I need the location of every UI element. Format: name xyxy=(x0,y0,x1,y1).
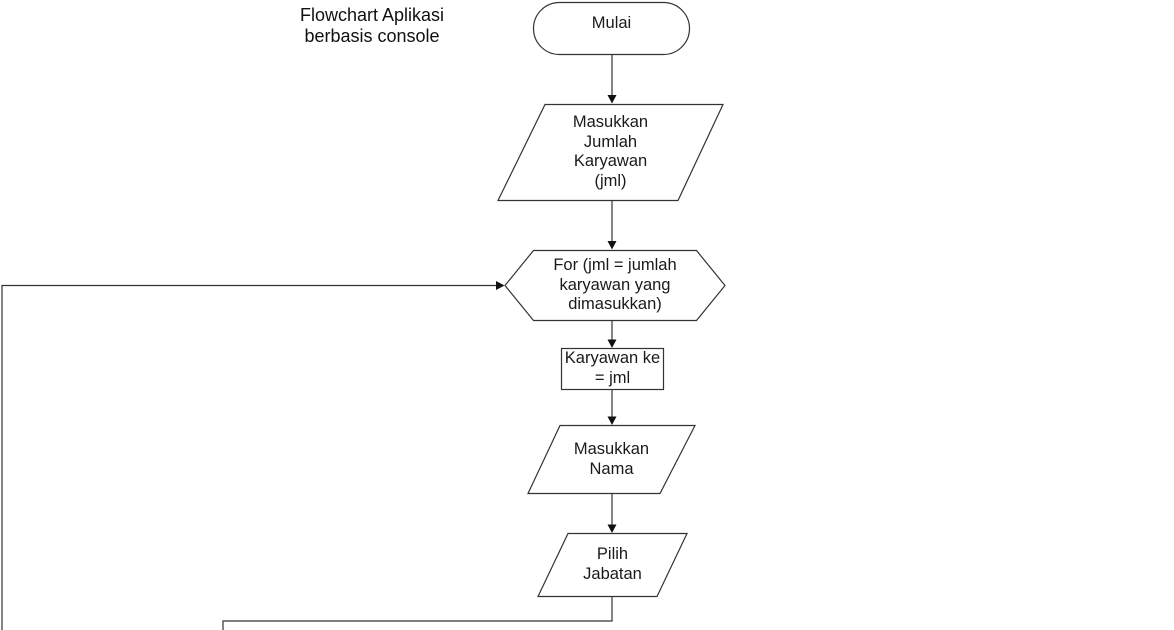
diagram-title: Flowchart Aplikasi berbasis console xyxy=(299,5,445,46)
parallelogram-pilih-jabatan-shape xyxy=(537,532,688,598)
node-label-input-jumlah-karyawan: Masukkan Jumlah Karyawan (jml) xyxy=(572,113,649,190)
connector-loopback-left xyxy=(1,284,497,630)
node-label-for-loop: For (jml = jumlah karyawan yang dimasukk… xyxy=(553,256,677,313)
arrowhead-down-icon xyxy=(607,95,617,104)
arrowhead-down-icon xyxy=(607,416,617,425)
parallelogram-input-nama-shape xyxy=(527,424,696,495)
arrowhead-down-icon xyxy=(607,524,617,533)
connector-pilih-jabatan-exit-bottom xyxy=(222,596,613,630)
node-label-pilih-jabatan: Pilih Jabatan xyxy=(583,545,642,583)
arrowhead-right-icon xyxy=(496,281,505,290)
terminator-start-shape xyxy=(532,1,691,56)
parallelogram-input-jumlah-shape xyxy=(497,103,724,202)
node-label-start: Mulai xyxy=(591,14,632,32)
hexagon-for-loop-shape xyxy=(504,249,726,322)
arrowhead-down-icon xyxy=(607,339,617,348)
arrowhead-down-icon xyxy=(607,241,617,250)
node-label-karyawan-ke: Karyawan ke = jml xyxy=(564,349,661,387)
node-label-input-nama: Masukkan Nama xyxy=(573,440,650,478)
